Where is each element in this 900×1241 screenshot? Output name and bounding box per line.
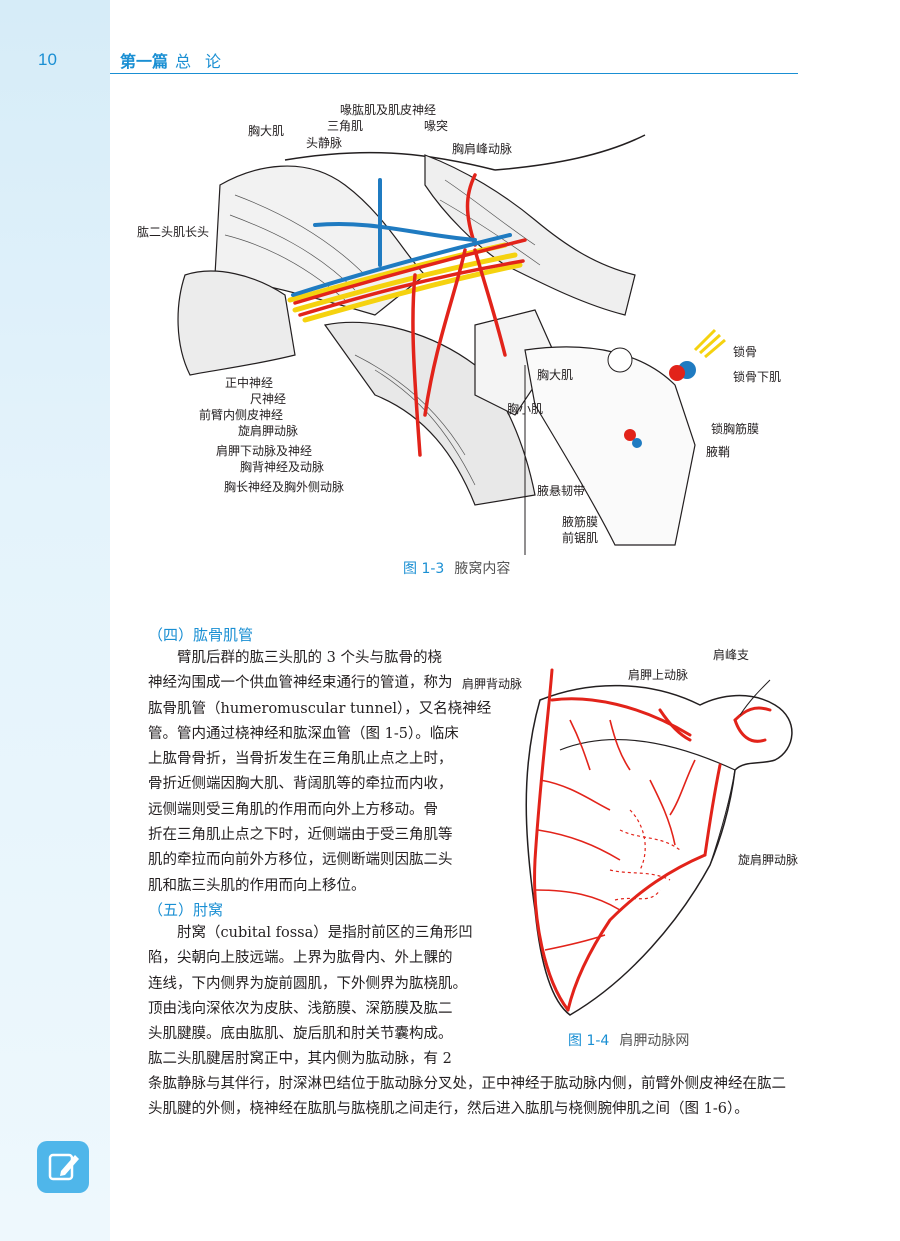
label-clavicle: 锁骨 bbox=[733, 345, 758, 359]
text-line: 肱二头肌腱居肘窝正中，其内侧为肱动脉，有 2 bbox=[148, 1051, 452, 1068]
label-acromial-branch: 肩峰支 bbox=[713, 648, 750, 662]
note-icon[interactable] bbox=[37, 1141, 89, 1193]
figure-number: 图 1-4 bbox=[568, 1033, 610, 1049]
label-axillary-fascia: 腋筋膜 bbox=[562, 515, 599, 529]
text-line: 肘窝（cubital fossa）是指肘前区的三角形凹 bbox=[177, 925, 473, 941]
text-line: 肱骨肌管（humeromuscular tunnel），又名桡神经 bbox=[148, 700, 492, 717]
label-circumflex-scapular: 旋肩胛动脉 bbox=[238, 424, 299, 438]
axilla-illustration bbox=[177, 134, 726, 555]
page-number: 10 bbox=[38, 50, 57, 69]
scapular-anastomosis-illustration bbox=[525, 668, 793, 1016]
text-line: 肌和肱三头肌的作用而向上移位。 bbox=[148, 877, 366, 894]
text-line: 陷，尖朝向上肢远端。上界为肱骨内、外上髁的 bbox=[148, 950, 453, 967]
page-sidebar-band bbox=[0, 0, 110, 1241]
text-line: 上肱骨骨折，当骨折发生在三角肌止点之上时， bbox=[148, 751, 453, 768]
section-heading: （四）肱骨肌管 bbox=[148, 626, 254, 644]
text-line: 顶由浅向深依次为皮肤、浅筋膜、深筋膜及肱二 bbox=[148, 1000, 453, 1017]
label-subscapular: 肩胛下动脉及神经 bbox=[216, 444, 313, 458]
paragraph-humeromuscular-tunnel: 臂肌后群的肱三头肌的 3 个头与肱骨的桡 神经沟围成一个供血管神经束通行的管道，… bbox=[148, 646, 492, 899]
text-line: 肌的牵拉而向前外方移位，远侧断端则因肱二头 bbox=[148, 852, 453, 869]
label-suprascapular-artery: 肩胛上动脉 bbox=[628, 668, 689, 682]
label-deltoid: 三角肌 bbox=[327, 119, 364, 133]
text-line: 连线，下内侧界为旋前圆肌，下外侧界为肱桡肌。 bbox=[148, 975, 467, 992]
label-circumflex-scapular-artery: 旋肩胛动脉 bbox=[738, 853, 799, 867]
label-subclavius: 锁骨下肌 bbox=[733, 370, 782, 384]
label-suspensory-ligament: 腋悬韧带 bbox=[537, 484, 586, 498]
label-pectoralis-major-inset: 胸大肌 bbox=[537, 368, 574, 382]
header-rule bbox=[110, 73, 798, 74]
text-line: 远侧端则受三角肌的作用而向外上方移动。骨 bbox=[148, 801, 438, 818]
figure-number: 图 1-3 bbox=[403, 561, 445, 577]
text-line: 头肌腱的外侧，桡神经在肱肌与肱桡肌之间走行，然后进入肱肌与桡侧腕伸肌之间（图 1… bbox=[148, 1101, 749, 1118]
text-line: 头肌腱膜。底由肱肌、旋后肌和肘关节囊构成。 bbox=[148, 1026, 453, 1043]
text-line: 骨折近侧端因胸大肌、背阔肌等的牵拉而内收， bbox=[148, 776, 453, 793]
label-coracoid: 喙突 bbox=[424, 119, 449, 133]
label-dorsal-scapular-artery: 肩胛背动脉 bbox=[462, 677, 523, 691]
text-line: 管。管内通过桡神经和肱深血管（图 1-5）。临床 bbox=[148, 725, 459, 742]
label-clavipectoral-fascia: 锁胸筋膜 bbox=[711, 422, 760, 436]
label-ulnar-nerve: 尺神经 bbox=[250, 392, 287, 406]
label-pectoralis-major: 胸大肌 bbox=[248, 124, 285, 138]
text-line: 条肱静脉与其伴行，肘深淋巴结位于肱动脉分叉处，正中神经于肱动脉内侧，前臂外侧皮神… bbox=[148, 1076, 786, 1092]
paragraph-cubital-fossa-cont: 条肱静脉与其伴行，肘深淋巴结位于肱动脉分叉处，正中神经于肱动脉内侧，前臂外侧皮神… bbox=[148, 1072, 798, 1123]
label-axillary-sheath: 腋鞘 bbox=[706, 445, 731, 459]
label-cephalic-vein: 头静脉 bbox=[306, 136, 343, 150]
label-coracobrachialis: 喙肱肌及肌皮神经 bbox=[340, 103, 437, 117]
figure-caption: 图 1-4 肩胛动脉网 bbox=[568, 1030, 689, 1050]
label-thoracodorsal: 胸背神经及动脉 bbox=[240, 460, 325, 474]
label-pectoralis-minor: 胸小肌 bbox=[507, 402, 544, 416]
paragraph-cubital-fossa: 肘窝（cubital fossa）是指肘前区的三角形凹 陷，尖朝向上肢远端。上界… bbox=[148, 921, 473, 1073]
figure-title: 腋窝内容 bbox=[454, 561, 511, 577]
section-heading: （五）肘窝 bbox=[148, 901, 224, 919]
text-line: 臂肌后群的肱三头肌的 3 个头与肱骨的桡 bbox=[177, 650, 442, 666]
label-medial-antebrachial-nerve: 前臂内侧皮神经 bbox=[199, 408, 284, 422]
text-line: 神经沟围成一个供血管神经束通行的管道，称为 bbox=[148, 675, 453, 692]
figure-caption: 图 1-3 腋窝内容 bbox=[403, 558, 510, 578]
chapter-title: 总论 bbox=[175, 52, 236, 71]
text-line: 折在三角肌止点之下时，近侧端由于受三角肌等 bbox=[148, 827, 453, 844]
figure-title: 肩胛动脉网 bbox=[619, 1033, 690, 1049]
label-biceps-long-head: 肱二头肌长头 bbox=[137, 225, 210, 239]
part-label: 第一篇 bbox=[120, 52, 169, 71]
label-median-nerve: 正中神经 bbox=[225, 376, 274, 390]
pencil-icon bbox=[48, 1153, 79, 1181]
label-thoracoacromial-artery: 胸肩峰动脉 bbox=[452, 142, 513, 156]
label-long-thoracic: 胸长神经及胸外侧动脉 bbox=[224, 480, 345, 494]
label-serratus-anterior: 前锯肌 bbox=[562, 531, 599, 545]
